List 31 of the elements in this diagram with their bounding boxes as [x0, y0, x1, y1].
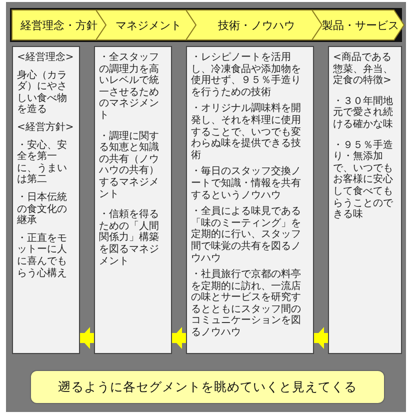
- list-item: ・調理に関する知恵と知識の共有（ノウハウの共有）するマネジメント: [99, 130, 160, 200]
- header-text: 製品・サービス: [321, 18, 399, 32]
- arrow: [80, 327, 94, 349]
- list-item: ・全員による味見である「味のミーティング」を定期的に行い、スタッフ間で味覚の共有を図るノウハウ: [191, 206, 302, 264]
- chevron-header: [186, 10, 322, 40]
- list-item: ・９５％手造り・無添加で、いつでもお客様に安心して食べてもらうことのできる味: [333, 140, 394, 221]
- chevron-header: [312, 10, 404, 40]
- list-item: 身心（カラダ）にやさしい食べ物を造る: [17, 70, 68, 116]
- column-panel: [94, 46, 172, 354]
- list-item: ・オリジナル調味料を開発し、それを料理に使用することで、いつでも変わらぬ味を提供できる技術: [191, 103, 302, 162]
- column-panel: [186, 46, 314, 354]
- list-item: ・毎日のスタッフ交換ノートで知識・情報を共有するというノウハウ: [191, 166, 302, 202]
- list-item: ・正直をモットーに人に喜んでもらう心構え: [17, 232, 68, 280]
- list-item: ・日本伝統の食文化の継承: [17, 192, 68, 227]
- arrow: [314, 327, 328, 349]
- list-item: ・レシピノートを活用し、冷凍食品や添加物を使用せず、９５％手造りを行うための技術: [191, 52, 302, 98]
- list-item: <経営理念>: [17, 52, 75, 64]
- list-item: ・全スタッフの調理力を高いレベルで統一させるためのマネジメント: [99, 52, 160, 122]
- header-text: 技術・ノウハウ: [217, 18, 295, 32]
- list-item: ・社員旅行で京都の料亭を定期的に訪れ、一流店の味とサービスを研究するとともにスタッフ間のコミュニケーションを図るノウハウ: [191, 269, 302, 339]
- list-item: <商品である惣菜、弁当、定食の特徴>: [333, 52, 394, 87]
- list-item: ・信頼を得るための「人間関係力」構築を図るマネジメント: [99, 209, 160, 268]
- arrow: [172, 327, 186, 349]
- column-panel: [328, 46, 402, 354]
- column-panel: [12, 46, 80, 354]
- header-text: 経営理念・方針: [20, 18, 98, 32]
- summary-banner: 遡るように各セグメントを眺めていくと見えてくる: [30, 370, 385, 404]
- list-item: <経営方針>: [17, 122, 75, 134]
- list-item: ・安心、安全を第一に、うまいは第二: [17, 140, 68, 186]
- chevron-header: [12, 10, 106, 40]
- list-item: ・３０年間地元で愛され続ける確かな味: [333, 96, 394, 131]
